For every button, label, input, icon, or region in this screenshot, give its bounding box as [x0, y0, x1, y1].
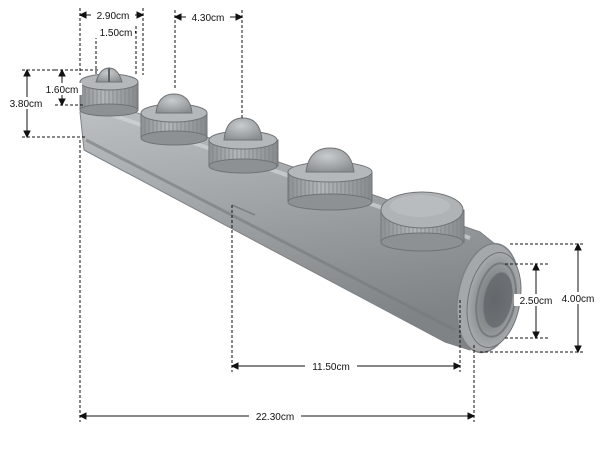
dim-label-partial-length: 11.50cm — [312, 362, 350, 373]
valve-knob-2 — [140, 93, 208, 146]
dimension-labels: 2.90cm 1.50cm 4.30cm 1.60cm 3.80cm 2.50c… — [4, 9, 600, 423]
valve-knob-1 — [79, 67, 139, 117]
valve-knob-4 — [287, 147, 373, 211]
valve-knob-3 — [208, 117, 279, 174]
dim-label-total-length: 22.30cm — [256, 412, 294, 423]
dim-label-inlet-outer-diameter: 4.00cm — [562, 294, 595, 305]
dim-label-knob-cap-height: 1.60cm — [46, 85, 79, 96]
dim-label-knob-spacing: 4.30cm — [192, 13, 225, 24]
dim-label-knob-inner-width: 1.50cm — [100, 28, 133, 39]
dim-label-inlet-inner-diameter: 2.50cm — [520, 296, 553, 307]
dim-label-knob-total-height: 3.80cm — [10, 99, 43, 110]
valve-knob-5 — [380, 191, 465, 252]
threaded-inlet — [456, 242, 522, 354]
dim-label-knob-outer-width: 2.90cm — [97, 11, 130, 22]
